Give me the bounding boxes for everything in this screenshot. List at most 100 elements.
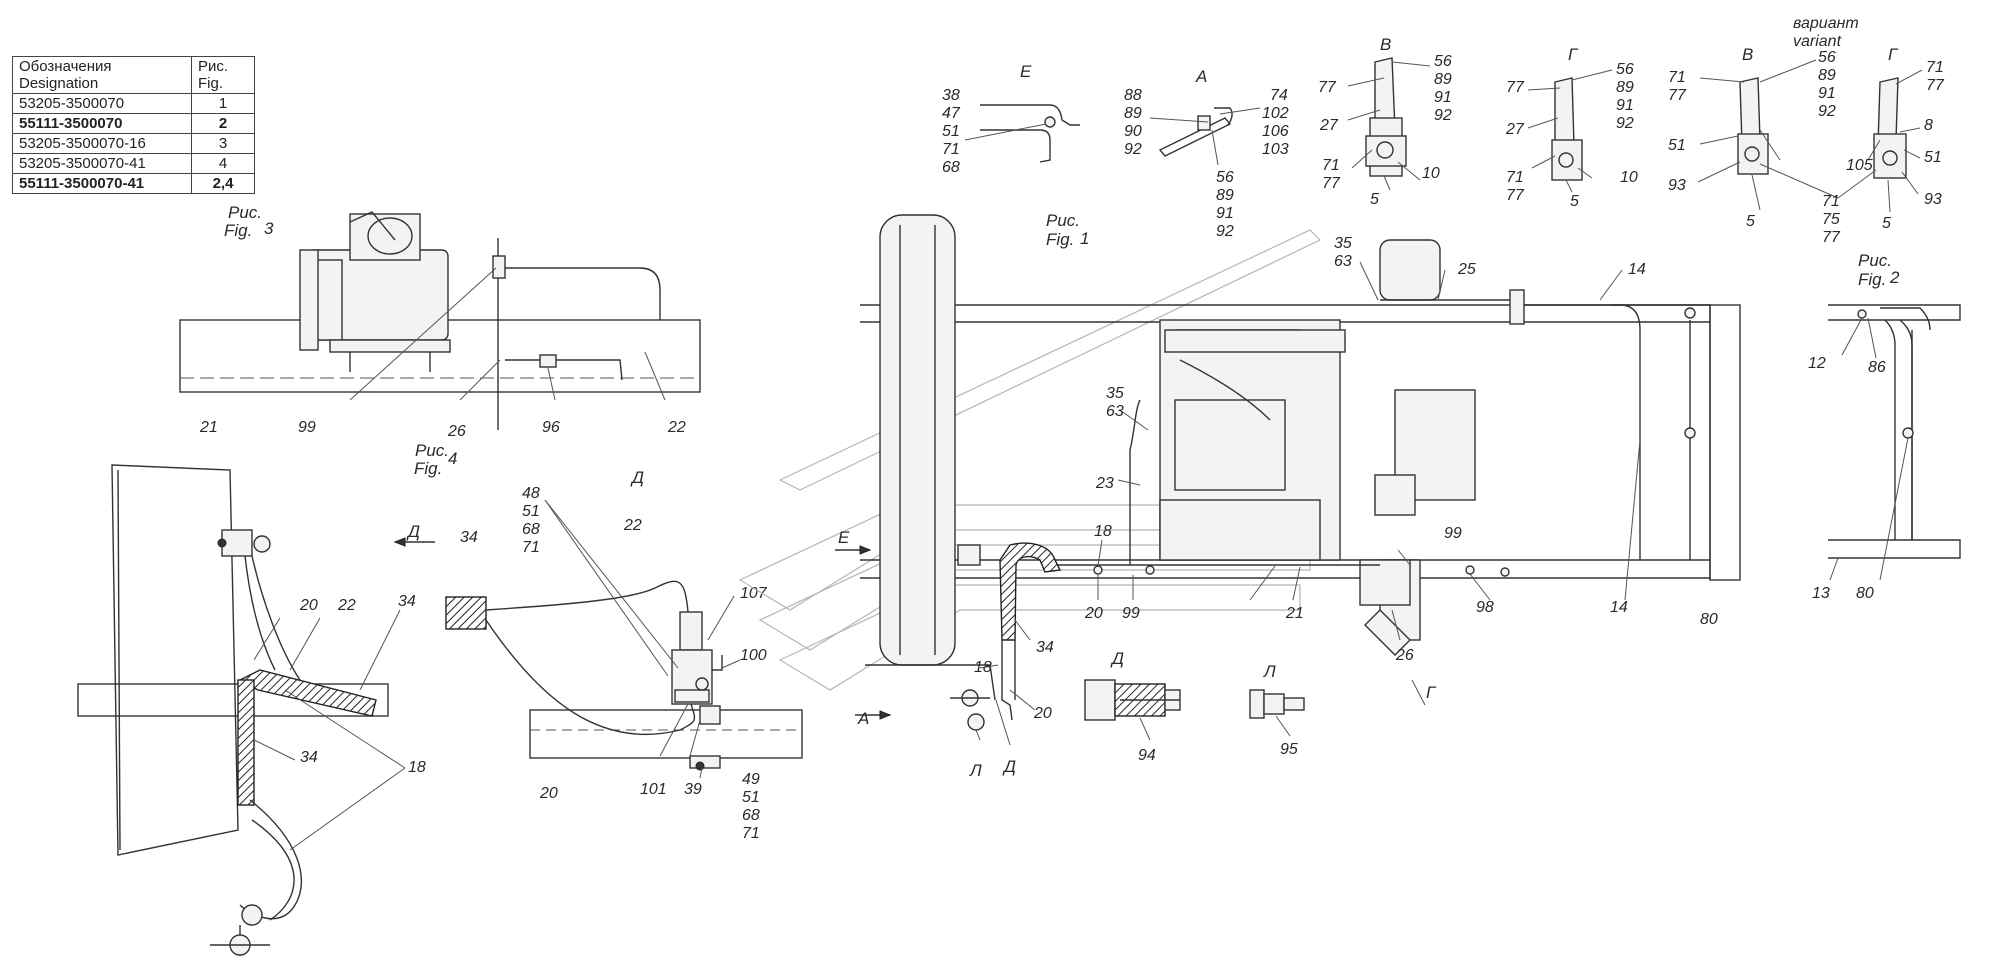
label-77-variant-b: 77 xyxy=(1822,229,1841,246)
fig-cell: 2 xyxy=(191,113,255,134)
label-96-fig3: 96 xyxy=(542,419,560,436)
header-designation: Обозначения Designation xyxy=(12,56,192,94)
label-98: 98 xyxy=(1476,599,1494,616)
label-99-fig3: 99 xyxy=(298,419,316,436)
variant-drawing xyxy=(1697,59,1923,213)
label-34-fig1: 34 xyxy=(1036,639,1054,656)
label-77-view-g: 77 xyxy=(1506,79,1525,96)
label-92-view-g: 92 xyxy=(1616,115,1634,132)
variant-label-ru: вариант xyxy=(1793,15,1859,32)
label-5-view-v: 5 xyxy=(1370,191,1379,208)
label-20-fig1-b: 20 xyxy=(1033,705,1052,722)
detail-d-l-fittings xyxy=(1084,679,1305,741)
fig3-number: 3 xyxy=(264,219,274,238)
label-68-view-d: 68 xyxy=(522,521,540,538)
label-51-variant-g: 51 xyxy=(1924,149,1942,166)
label-56-variant: 56 xyxy=(1818,49,1836,66)
designation-cell: 53205-3500070-41 xyxy=(12,153,192,174)
label-20-fig1: 20 xyxy=(1084,605,1103,622)
label-56-view-v: 56 xyxy=(1434,53,1452,70)
label-22-view-d: 22 xyxy=(623,517,642,534)
label-92-view-a-b: 92 xyxy=(1216,223,1234,240)
view-g-arrow-label: Г xyxy=(1426,683,1437,702)
label-95: 95 xyxy=(1280,741,1298,758)
label-77-view-g-b: 77 xyxy=(1506,187,1525,204)
label-101: 101 xyxy=(640,781,667,798)
label-106: 106 xyxy=(1262,123,1289,140)
label-71-variant-b: 71 xyxy=(1822,193,1840,210)
label-89-view-v: 89 xyxy=(1434,71,1452,88)
label-63-fig1-top: 63 xyxy=(1334,253,1352,270)
fig-cell: 2,4 xyxy=(191,173,255,194)
label-51-view-e: 51 xyxy=(942,123,960,140)
label-89-variant: 89 xyxy=(1818,67,1836,84)
variant-label-en: variant xyxy=(1793,33,1842,50)
label-8-variant: 8 xyxy=(1924,117,1933,134)
view-e-title: Е xyxy=(1020,62,1032,81)
designation-table-header: Обозначения Designation Рис. Fig. xyxy=(12,56,255,94)
label-63-fig1-mid: 63 xyxy=(1106,403,1124,420)
designation-cell: 53205-3500070 xyxy=(12,93,192,114)
label-25: 25 xyxy=(1457,261,1476,278)
fig1-caption-en: Fig. xyxy=(1046,230,1074,249)
label-91-view-g: 91 xyxy=(1616,97,1634,114)
fig3-caption: Рис. xyxy=(228,203,262,222)
fig-cell: 3 xyxy=(191,133,255,154)
label-47: 47 xyxy=(942,105,961,122)
label-51-view-d-b: 51 xyxy=(742,789,760,806)
fig-cell: 4 xyxy=(191,153,255,174)
label-105: 105 xyxy=(1846,157,1873,174)
label-74: 74 xyxy=(1270,87,1288,104)
fig4-number: 4 xyxy=(448,449,457,468)
label-68-view-d-b: 68 xyxy=(742,807,760,824)
label-14-bottom: 14 xyxy=(1610,599,1628,616)
label-80-fig1: 80 xyxy=(1700,611,1718,628)
label-71-view-e: 71 xyxy=(942,141,960,158)
label-77-view-v-b: 77 xyxy=(1322,175,1341,192)
label-18-fig1: 18 xyxy=(1094,523,1112,540)
label-99-fig1-right: 99 xyxy=(1444,525,1462,542)
designation-cell: 55111-3500070 xyxy=(12,113,192,134)
fig4-drawing xyxy=(77,464,435,956)
fig3-caption-en: Fig. xyxy=(224,221,252,240)
label-91-view-v: 91 xyxy=(1434,89,1452,106)
label-18-fig4: 18 xyxy=(408,759,426,776)
label-38: 38 xyxy=(942,87,960,104)
label-5-variant-g: 5 xyxy=(1882,215,1891,232)
view-g-drawing xyxy=(1527,69,1613,193)
fig1-drawing xyxy=(738,214,1741,746)
label-89-view-a-b: 89 xyxy=(1216,187,1234,204)
label-77-view-v: 77 xyxy=(1318,79,1337,96)
label-12: 12 xyxy=(1808,355,1826,372)
label-27-view-v: 27 xyxy=(1319,117,1339,134)
view-v-title: В xyxy=(1380,35,1391,54)
view-e-drawing xyxy=(964,104,1080,163)
label-107: 107 xyxy=(740,585,768,602)
view-d-title: Д xyxy=(630,468,644,487)
designation-cell: 53205-3500070-16 xyxy=(12,133,192,154)
label-71-view-d-b: 71 xyxy=(742,825,760,842)
label-35-fig1-mid: 35 xyxy=(1106,385,1124,402)
label-86: 86 xyxy=(1868,359,1886,376)
label-88: 88 xyxy=(1124,87,1142,104)
view-g-title: Г xyxy=(1568,45,1579,64)
label-99-fig1-left: 99 xyxy=(1122,605,1140,622)
label-93-variant-g: 93 xyxy=(1924,191,1942,208)
label-103: 103 xyxy=(1262,141,1289,158)
fig2-number: 2 xyxy=(1889,268,1900,287)
label-26-fig1: 26 xyxy=(1395,647,1414,664)
label-10-view-v: 10 xyxy=(1422,165,1440,182)
label-71-view-d: 71 xyxy=(522,539,540,556)
view-d-drawing xyxy=(445,499,803,779)
view-e-arrow-label: Е xyxy=(838,528,850,547)
view-d-arrow-label: Д xyxy=(406,522,420,541)
label-71-view-g: 71 xyxy=(1506,169,1524,186)
label-94: 94 xyxy=(1138,747,1156,764)
label-56-view-a: 56 xyxy=(1216,169,1234,186)
label-18-fig1-b: 18 xyxy=(974,659,992,676)
view-d-marker: Д xyxy=(1002,757,1016,776)
label-51-view-d: 51 xyxy=(522,503,540,520)
variant-view-v-title: В xyxy=(1742,45,1753,64)
